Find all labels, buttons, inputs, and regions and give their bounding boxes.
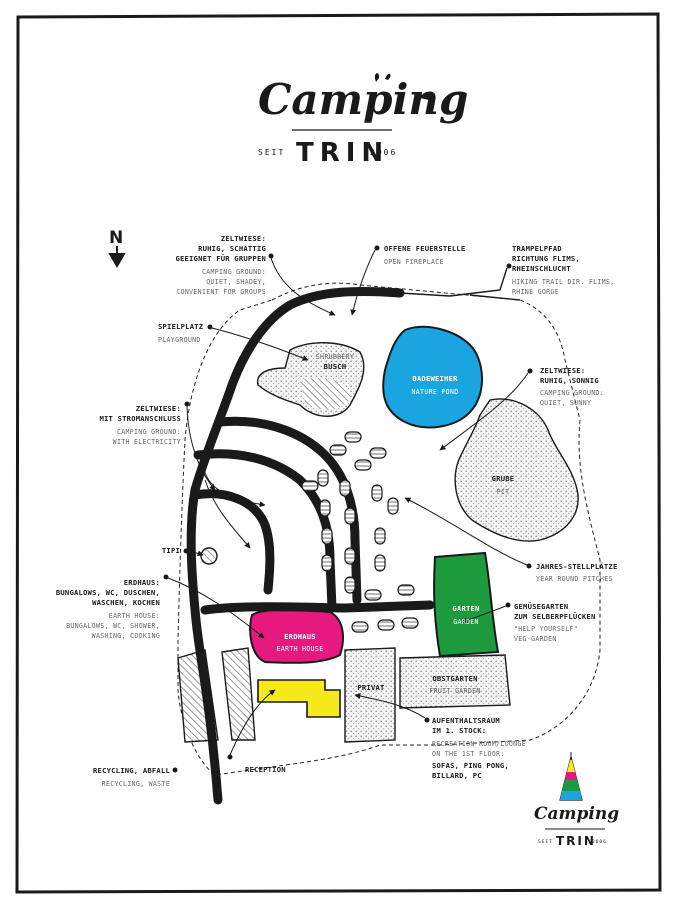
pit-area [454,398,579,542]
small-logo-year: 2006 [592,840,607,845]
label-camping-shady: ZELTWIESE: RUHIG, SCHATTIG GEEIGNET FÜR … [175,234,266,296]
orchard-area [399,654,511,709]
north-arrow [108,246,126,268]
logo-seit: SEIT [258,148,286,157]
pit-label: GRUBE PIT [491,474,515,496]
label-tipi: TIPI [161,546,180,555]
label-year-round: JAHRES-STELLPLÄTZE YEAR ROUND PITCHES [536,562,618,583]
reception-building [257,679,341,718]
north-label: N [109,228,124,248]
leader-lines [167,249,529,756]
year-round-pitches [301,431,419,633]
logo-year: 2006 [370,148,398,157]
label-reception: RECEPTION [245,765,286,774]
nature-pond [382,325,483,429]
frame [15,12,662,894]
label-camping-sunny: ZELTWIESE: RUHIG, SONNIG CAMPING GROUND:… [540,366,605,407]
building-hatched [221,647,256,741]
label-playground: SPIELPLATZ PLAYGROUND [158,322,204,344]
privat-area [344,647,396,743]
privat-label: PRIVAT [357,683,385,692]
label-earth-house: ERDHAUS: BUNGALOWS, WC, DUSCHEN, WASCHEN… [55,578,160,640]
garden-area [433,551,500,658]
label-camping-electricity: ZELTWIESE: MIT STROMANSCHLUSS CAMPING GR… [99,404,181,446]
shrubbery-label: SHRUBBERY BUSCH [315,353,355,371]
hiking-trail [399,267,508,297]
logo-flourish [374,73,430,100]
label-hiking-trail: TRAMPELPFAD RICHTUNG FLIMS, RHEINSCHLUCH… [512,244,615,296]
tipi-logo-icon [559,752,583,801]
label-veg-garden: GEMÜSEGARTEN ZUM SELBERPFLÜCKEN "HELP YO… [514,602,596,643]
earth-house-label: ERDHAUS EARTH HOUSE [276,632,324,653]
label-recycling: RECYCLING, ABFALL RECYCLING, WASTE [93,766,170,788]
logo-script: Camping [258,75,469,124]
orchard-label: OBSTGARTEN FRUIT GARDEN [429,674,481,695]
site-boundary [177,282,601,776]
logo-trin: TRIN [296,138,390,168]
small-logo-script: Camping [534,804,620,824]
small-logo-trin: TRIN [556,834,596,848]
small-logo-seit: SEIT [538,840,553,845]
shrubbery-hatch [300,377,352,410]
garden-label: GARTEN GARDEN [452,604,480,626]
label-fireplace: OFFENE FEUERSTELLE OPEN FIREPLACE [384,244,466,266]
hiking-trail-branch [469,294,521,301]
pond-label: BADEWEIHER NATURE POND [411,374,459,396]
label-recreation-room: AUFENTHALTSRAUM IM 1. STOCK: RECREATION … [432,716,526,780]
tipi-marker [200,547,218,565]
